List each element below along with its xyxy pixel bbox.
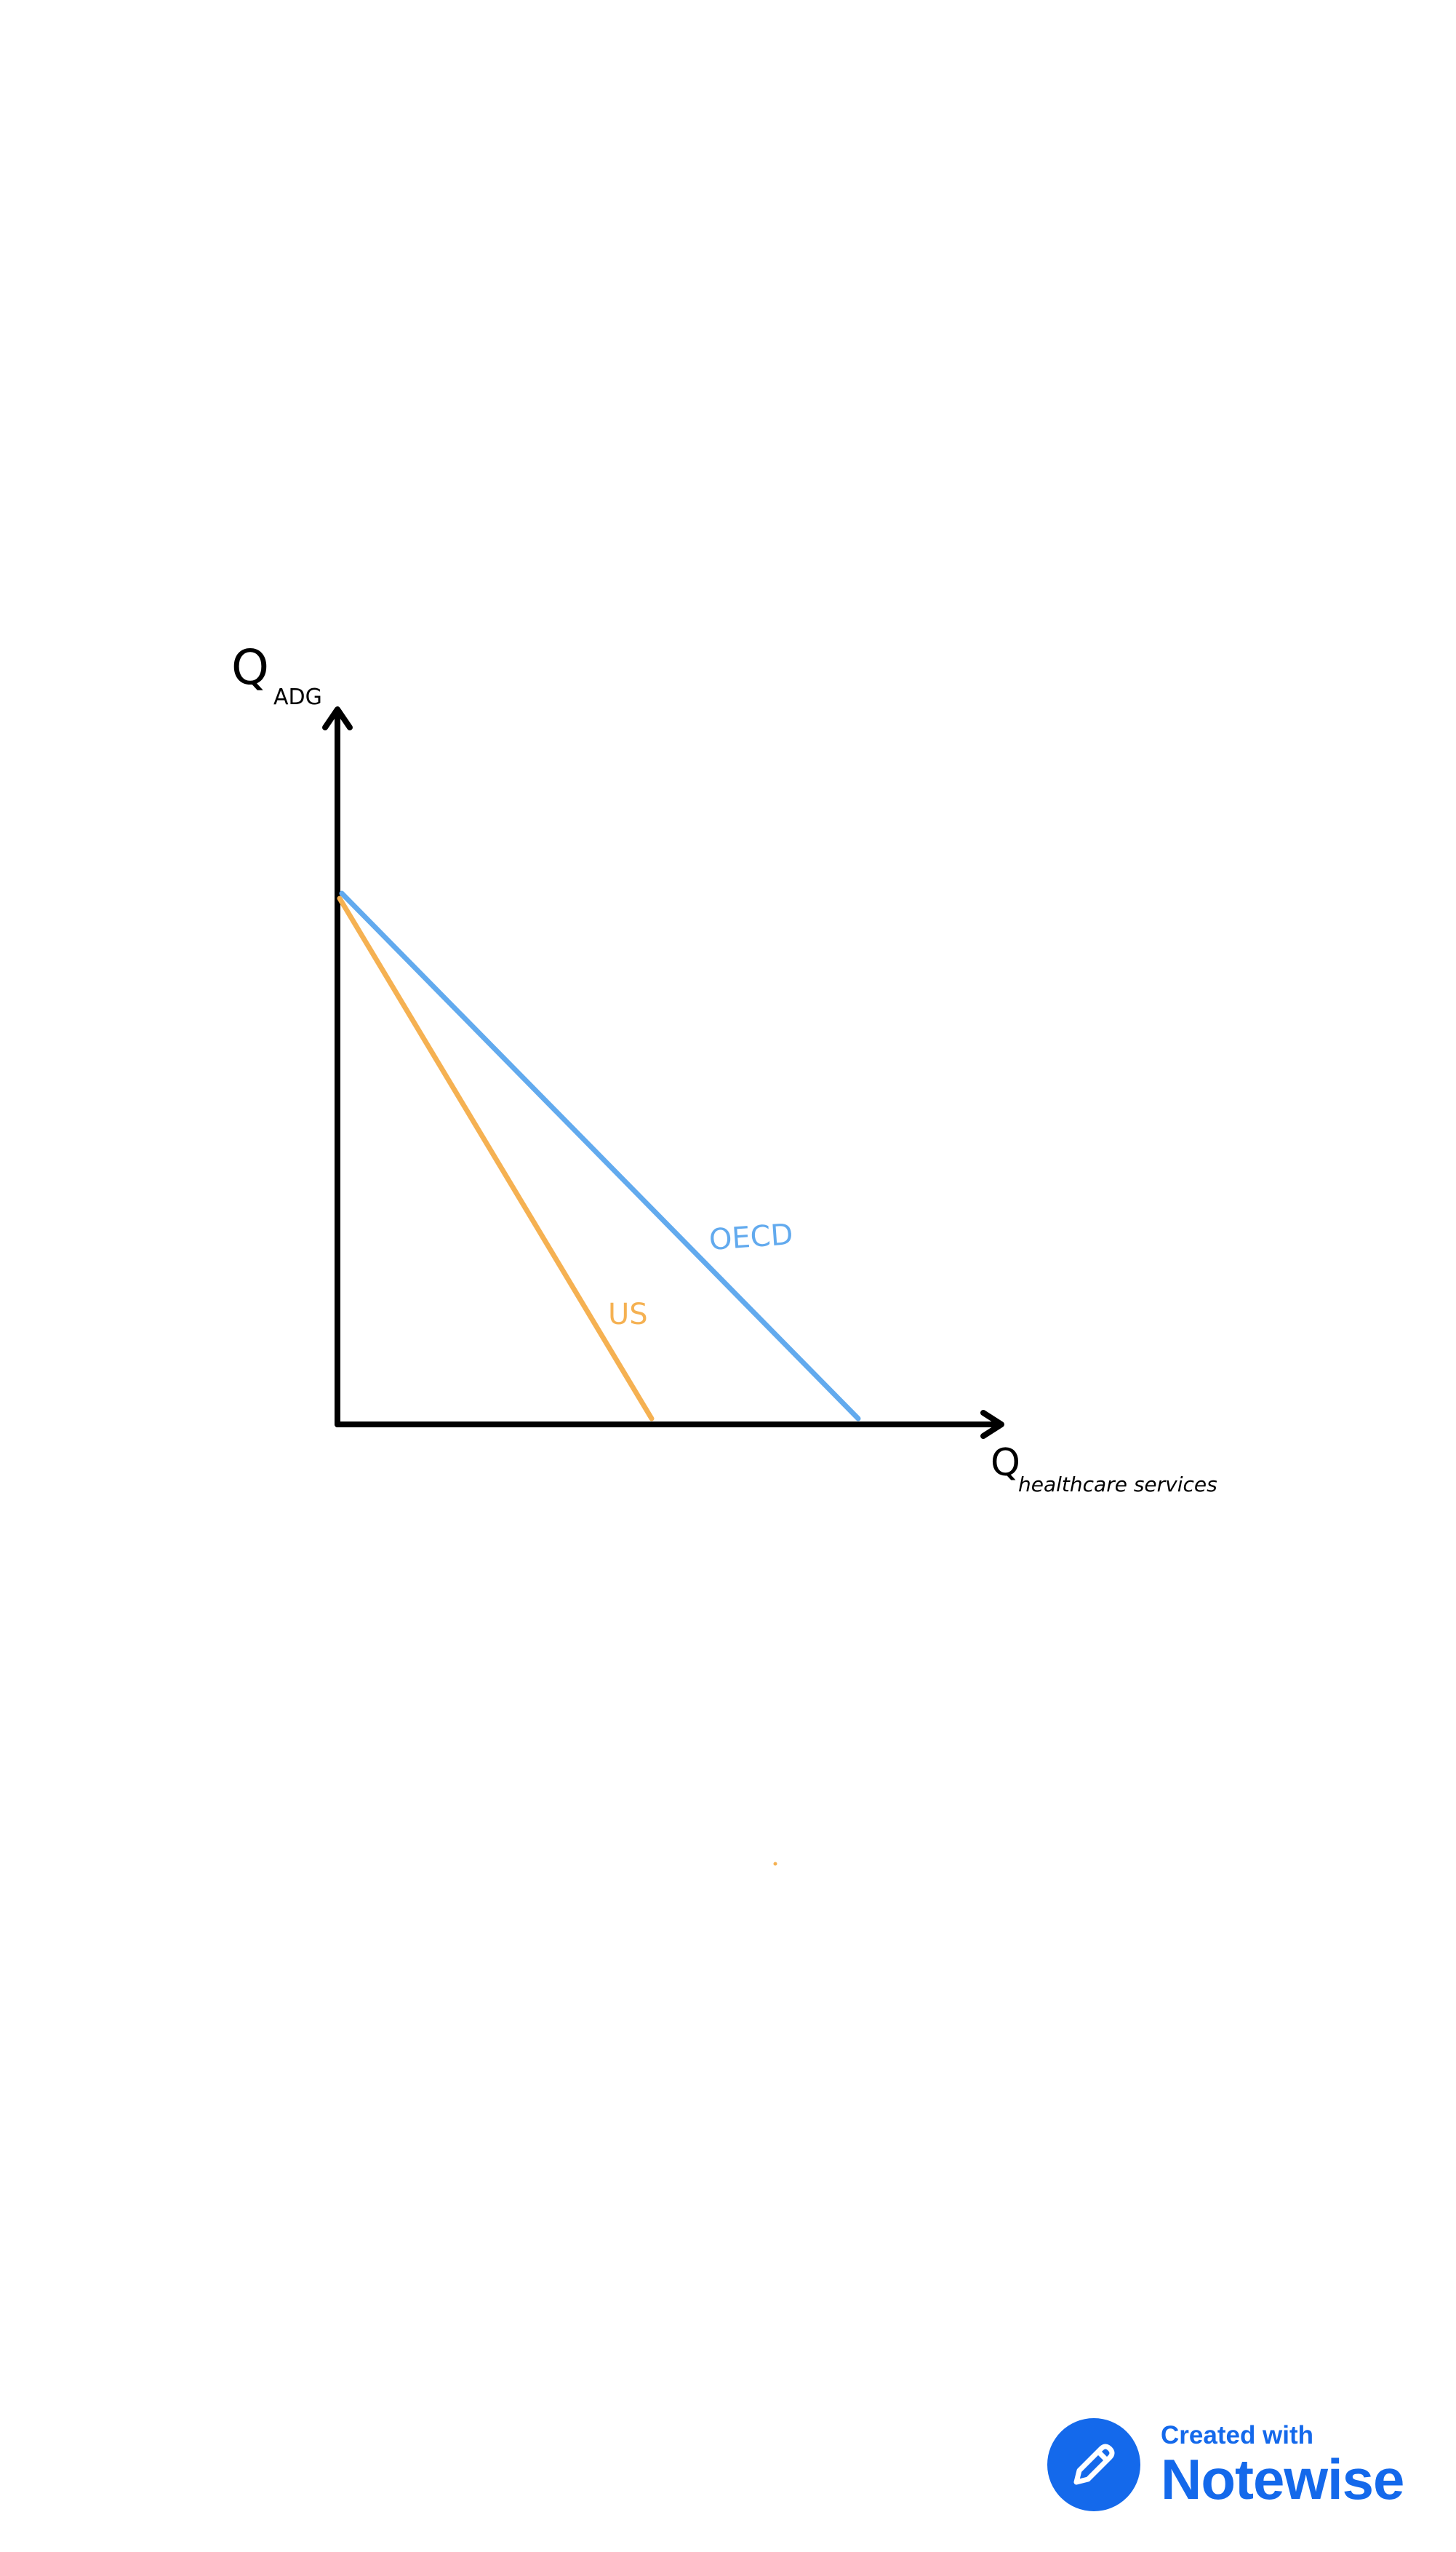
- pencil-edit-icon: [1073, 2444, 1115, 2485]
- us-label: US: [608, 1298, 648, 1331]
- oecd-line: [339, 890, 861, 1421]
- badge-created-with: Created with: [1161, 2420, 1314, 2449]
- notewise-badge-text: Created with Notewise: [1161, 2423, 1404, 2508]
- x-axis-label-main: Q: [991, 1441, 1020, 1485]
- x-axis-label-sub: healthcare services: [1018, 1472, 1217, 1496]
- notewise-logo-circle: [1047, 2418, 1140, 2511]
- notewise-badge: Created with Notewise: [1047, 2414, 1404, 2516]
- y-axis-label-main: Q: [231, 639, 269, 695]
- badge-brand-name: Notewise: [1161, 2447, 1404, 2511]
- y-axis-label: Q ADG: [231, 639, 322, 710]
- oecd-label: OECD: [708, 1218, 793, 1257]
- y-axis-label-sub: ADG: [273, 685, 322, 710]
- x-axis-arrowhead: [980, 1410, 1004, 1439]
- x-axis-label: Q healthcare services: [991, 1441, 1217, 1496]
- us-line: [337, 896, 655, 1421]
- y-axis-arrowhead: [322, 706, 353, 730]
- stray-dot: [773, 1862, 777, 1866]
